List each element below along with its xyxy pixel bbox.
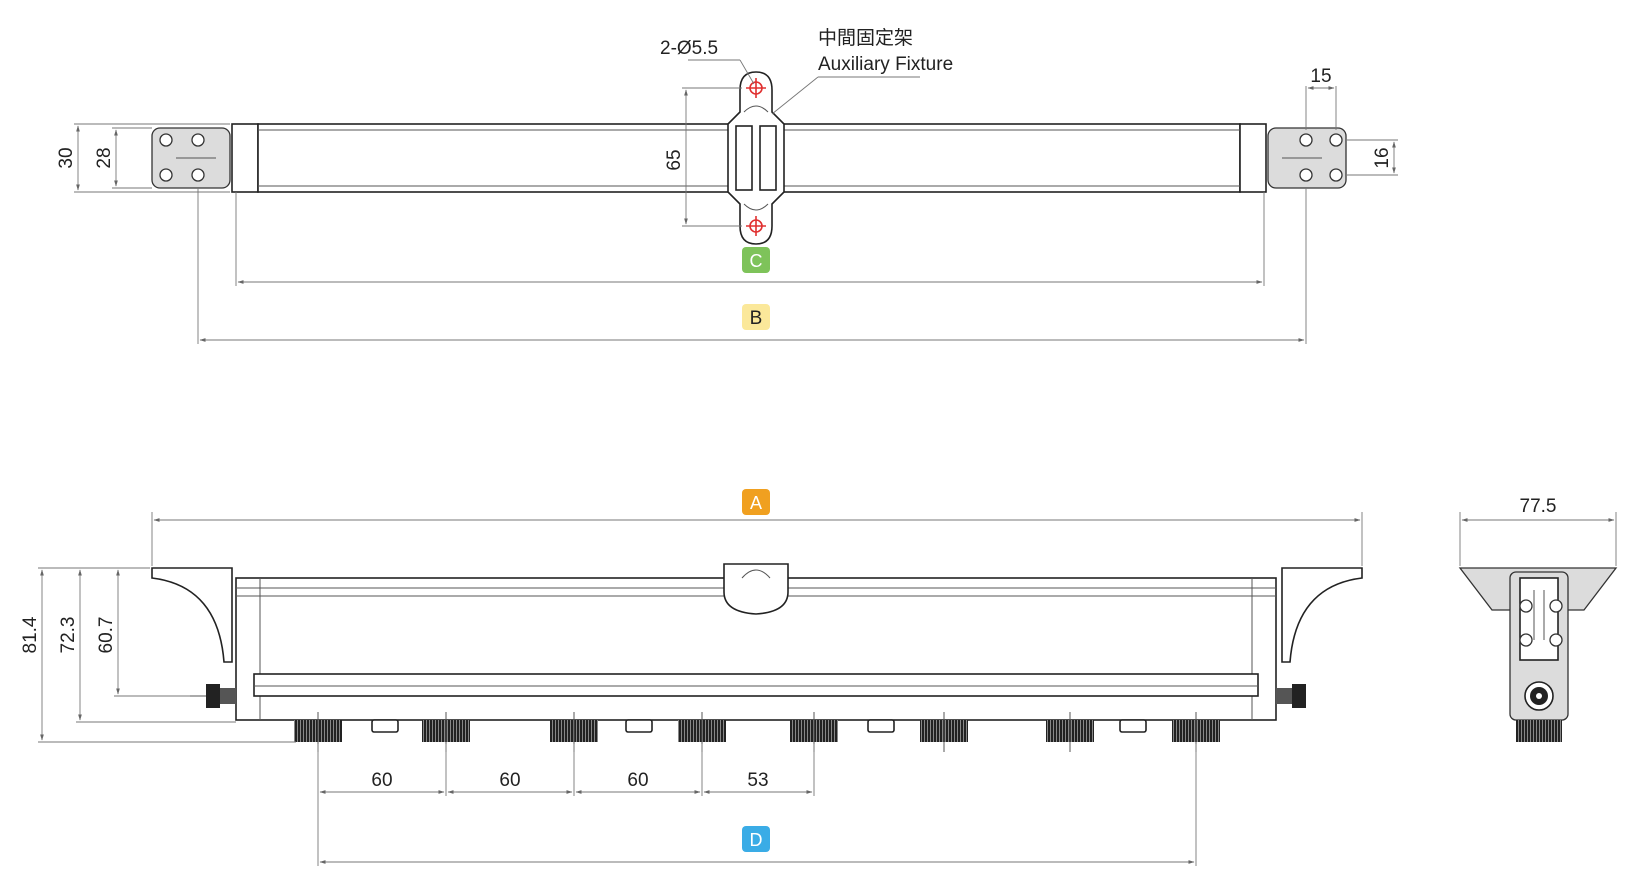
top-view: 2-Ø5.5 中間固定架 Auxiliary Fixture 65 30 28 … bbox=[56, 27, 1398, 344]
badge-c: C bbox=[742, 247, 770, 273]
side-nozzle bbox=[1516, 720, 1562, 742]
right-fitting bbox=[1276, 684, 1306, 708]
fixture-label-cn: 中間固定架 bbox=[818, 27, 913, 49]
spacing-2: 60 bbox=[499, 770, 520, 791]
nozzle-row bbox=[294, 712, 1220, 752]
dim-16: 16 bbox=[1372, 147, 1393, 168]
svg-text:A: A bbox=[750, 493, 762, 513]
dim-60-7: 60.7 bbox=[96, 617, 117, 654]
dim-65: 65 bbox=[664, 149, 685, 170]
top-right-bracket bbox=[1267, 127, 1347, 189]
dim-28: 28 bbox=[94, 147, 115, 168]
badge-b: B bbox=[742, 304, 770, 330]
dim-77-5: 77.5 bbox=[1520, 496, 1557, 517]
front-right-bracket bbox=[1281, 567, 1363, 663]
fixture-label-en: Auxiliary Fixture bbox=[818, 54, 953, 75]
badge-d: D bbox=[742, 826, 770, 852]
dim-72-3: 72.3 bbox=[58, 617, 79, 654]
dim-15: 15 bbox=[1310, 66, 1331, 87]
dim-30: 30 bbox=[56, 147, 77, 168]
badge-a: A bbox=[742, 489, 770, 515]
spacing-dims: 60 60 60 53 bbox=[317, 744, 1197, 866]
front-left-bracket bbox=[151, 567, 233, 663]
spacing-4: 53 bbox=[747, 770, 768, 791]
auxiliary-fixture bbox=[727, 71, 785, 245]
hole-callout: 2-Ø5.5 bbox=[660, 38, 718, 59]
side-view: 77.5 bbox=[1458, 496, 1618, 742]
svg-text:C: C bbox=[750, 251, 763, 271]
front-fixture bbox=[723, 563, 789, 615]
svg-text:B: B bbox=[750, 308, 763, 329]
left-fitting bbox=[190, 684, 236, 708]
front-view: A 81.4 72.3 60.7 60 60 60 53 bbox=[20, 489, 1363, 866]
spacing-3: 60 bbox=[627, 770, 648, 791]
top-left-bracket bbox=[151, 127, 231, 189]
dim-81-4: 81.4 bbox=[20, 616, 41, 653]
spacing-1: 60 bbox=[371, 770, 392, 791]
sensor-windows bbox=[371, 719, 1147, 733]
svg-text:D: D bbox=[750, 830, 763, 850]
